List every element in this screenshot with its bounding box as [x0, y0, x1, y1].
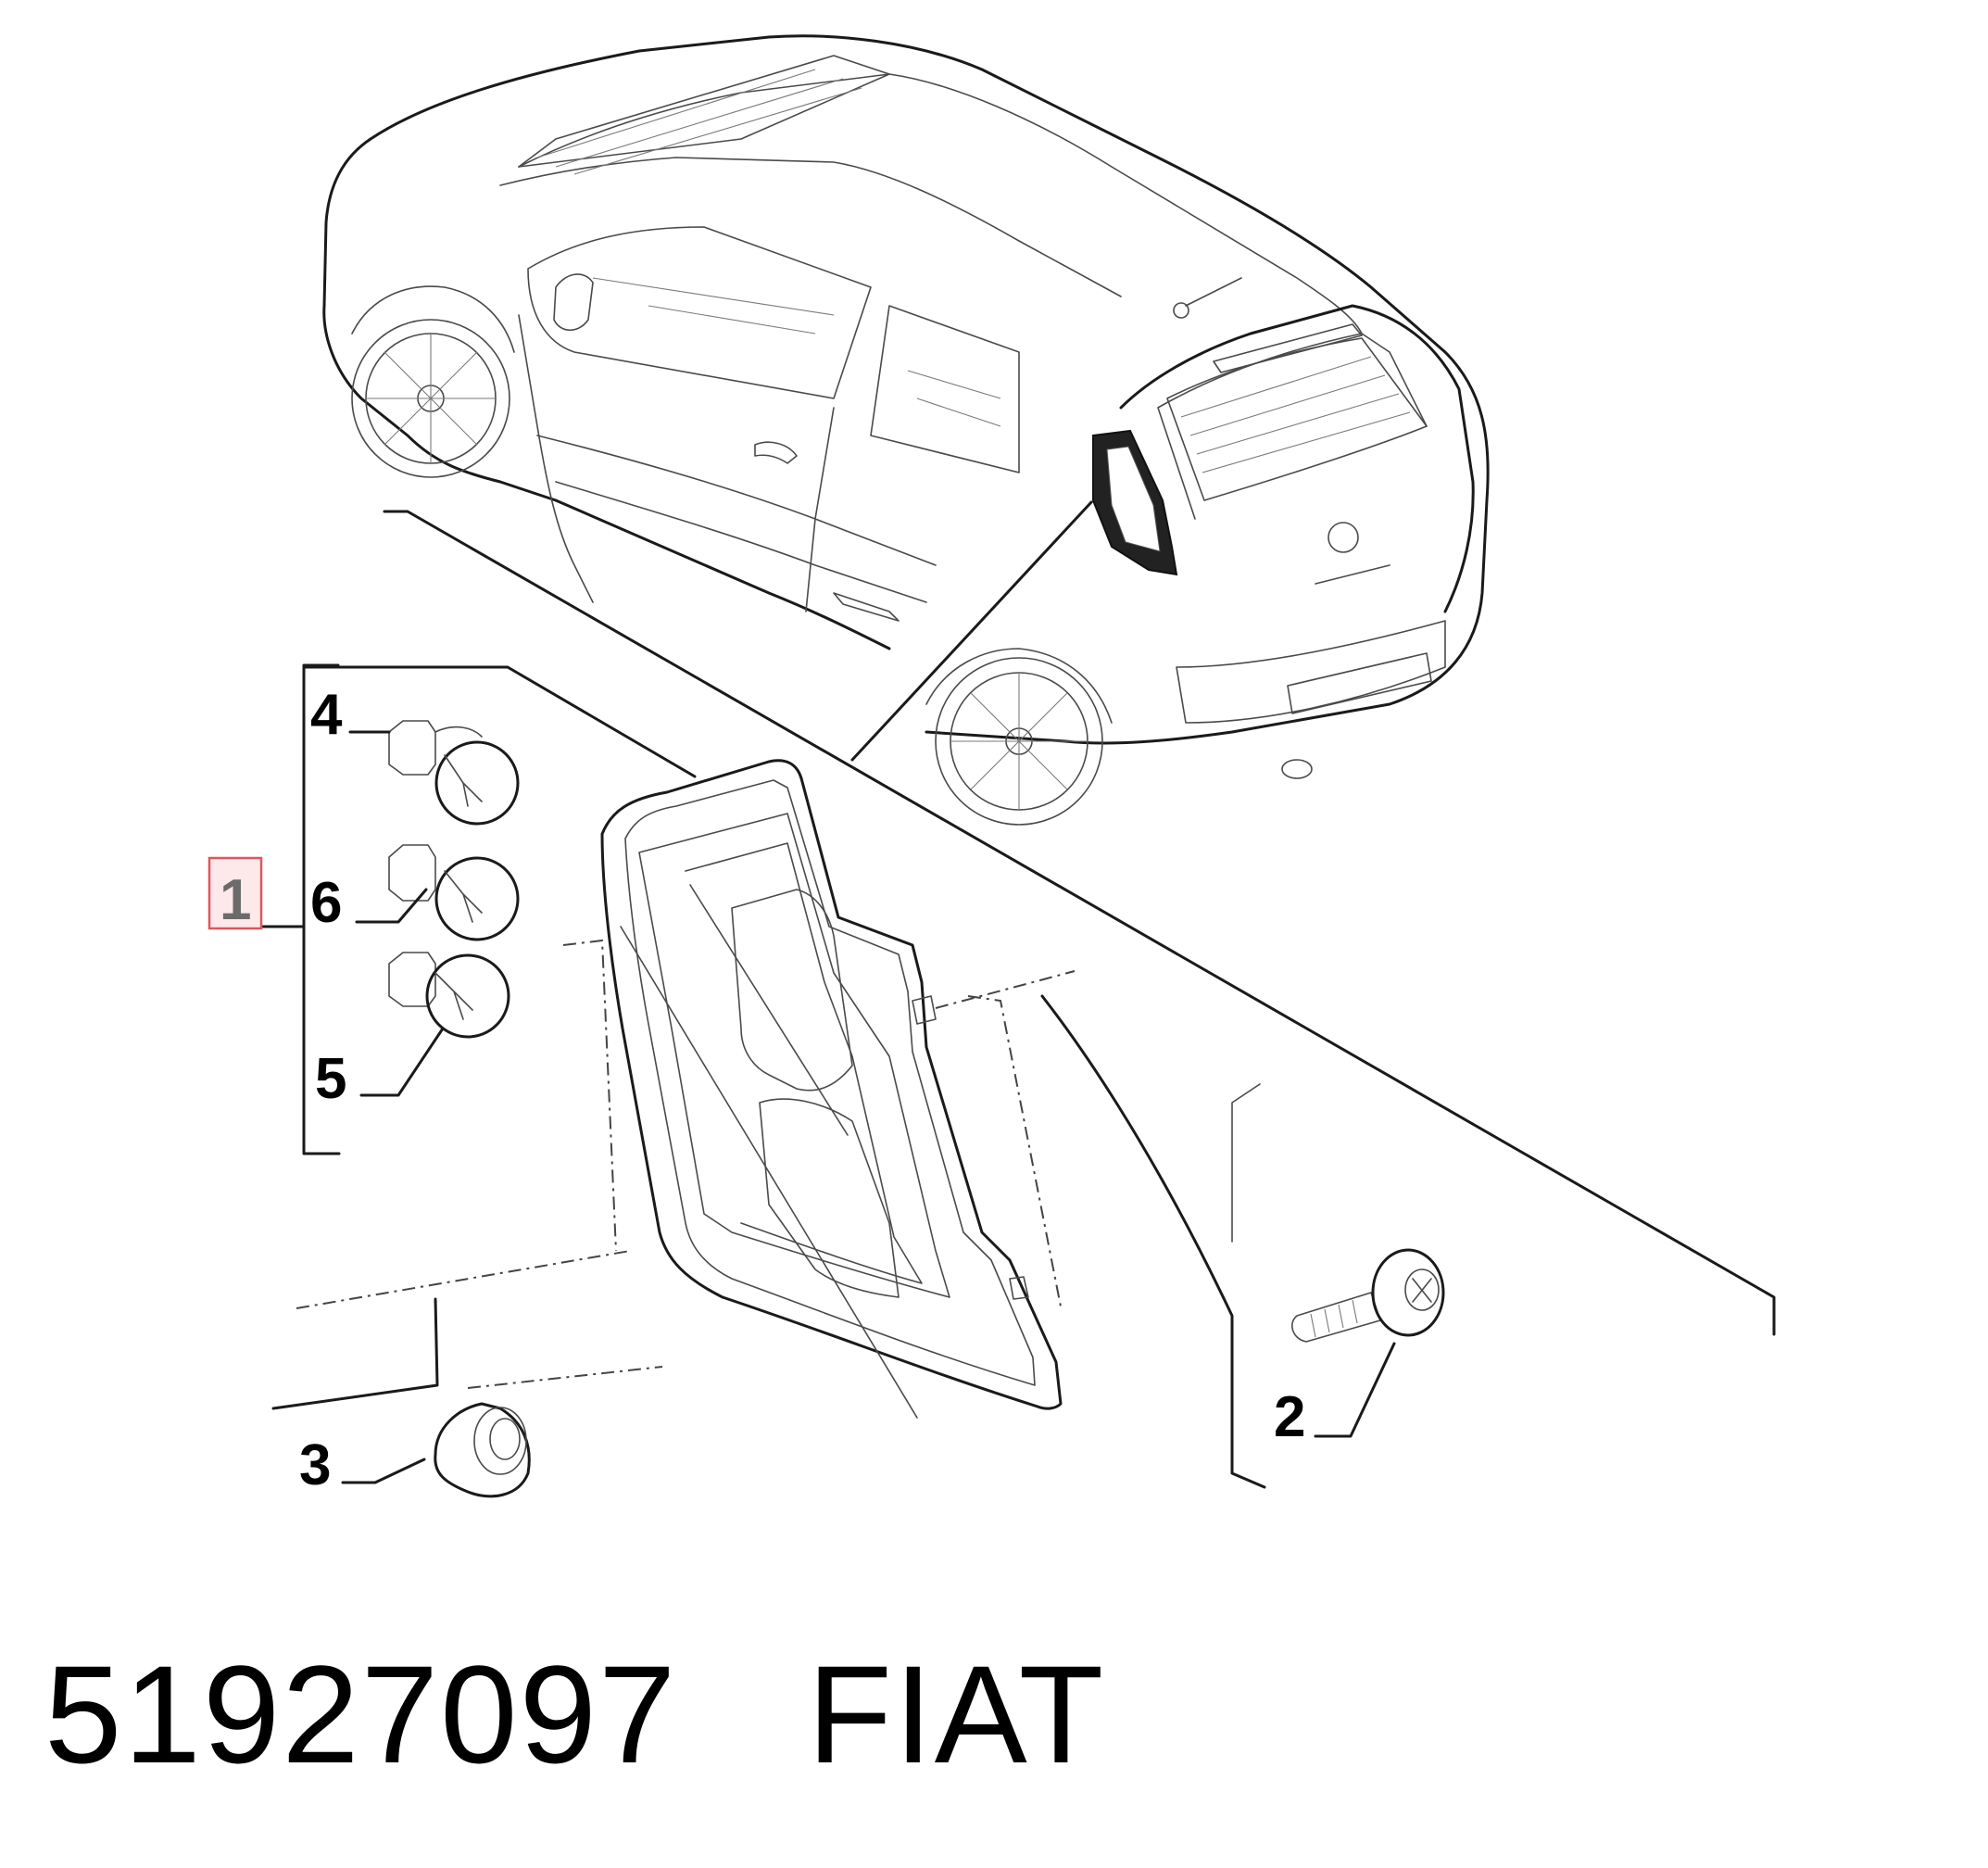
- callout-5[interactable]: 5: [315, 1047, 346, 1111]
- part-number: 51927097: [44, 1635, 678, 1792]
- parts-diagram: 1 4 6 5 2 3: [208, 34, 1776, 1498]
- callout-1[interactable]: 1: [220, 868, 251, 932]
- screw: [1291, 1248, 1445, 1438]
- bulb-5: [359, 952, 510, 1097]
- mounting-centerlines: [296, 939, 1076, 1389]
- part-caption: 51927097 FIAT: [44, 1636, 1105, 1792]
- callout-4[interactable]: 4: [310, 683, 343, 747]
- bulb-4: [348, 720, 520, 826]
- tail-lamp-assembly: [600, 759, 1063, 1419]
- callout-1-highlight: [208, 856, 263, 930]
- grommet-leader: [271, 1297, 439, 1410]
- callout-2[interactable]: 2: [1274, 1385, 1305, 1449]
- callout-3[interactable]: 3: [299, 1433, 331, 1497]
- leader-lines: [302, 500, 1776, 1336]
- callout-6[interactable]: 6: [310, 871, 342, 935]
- callouts: 1 4 6 5 2 3: [208, 683, 1305, 1497]
- bulb-6: [355, 844, 520, 941]
- screw-leader: [1040, 994, 1266, 1489]
- callout-bracket: [259, 663, 341, 1155]
- car-illustration: [322, 34, 1490, 826]
- part-brand: FIAT: [807, 1635, 1106, 1792]
- grommet: [341, 1402, 531, 1498]
